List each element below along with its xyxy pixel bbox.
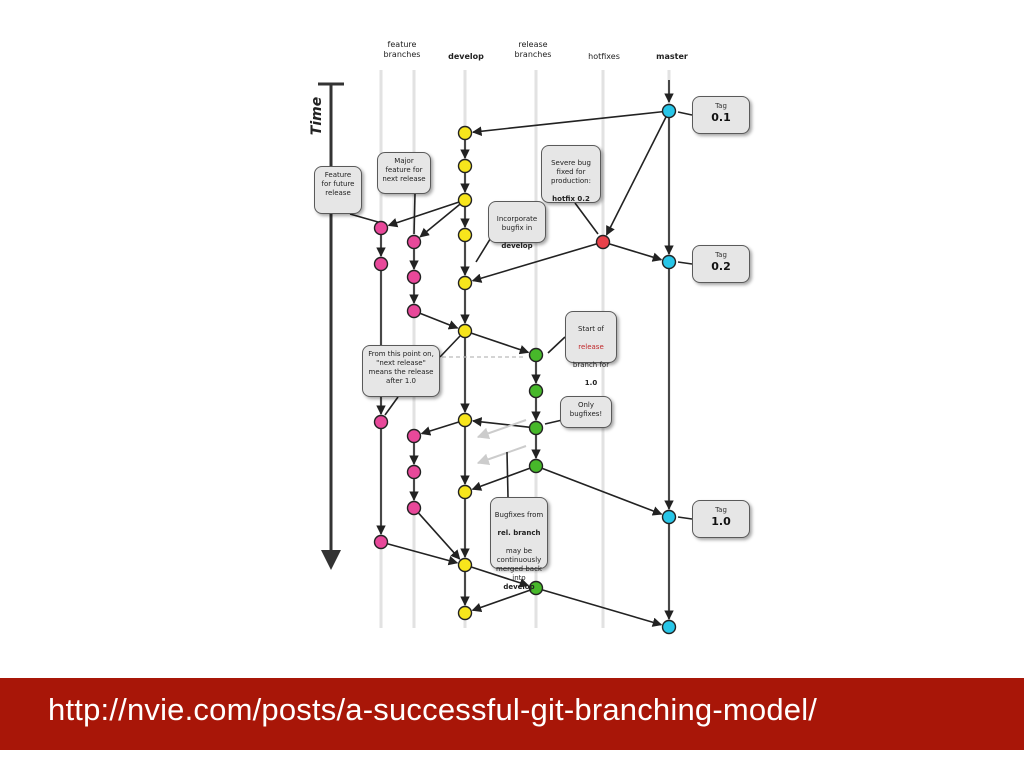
commit-feature — [406, 428, 422, 444]
commit-develop — [457, 484, 473, 500]
edge-merge-back-hint — [476, 445, 527, 466]
commit-feature — [373, 414, 389, 430]
edge-develop-to-feature — [420, 421, 459, 436]
commit-develop — [457, 275, 473, 291]
callout-start-release-l2: release — [578, 343, 604, 351]
callout-severe-bug: Severe bug fixed for production: hotfix … — [541, 145, 601, 203]
edge-hotfix-to-master — [609, 243, 663, 262]
commit-hotfix — [595, 234, 611, 250]
callout-feature-future: Feature for future release — [314, 166, 362, 214]
edge-develop-to-release — [471, 332, 530, 355]
callout-incorporate-bugfix: Incorporate bugfix in develop — [488, 201, 546, 250]
edge-release-to-develop — [471, 467, 530, 491]
edge-hotfix-to-develop — [471, 243, 597, 283]
callout-start-release-l4: 1.0 — [584, 379, 598, 387]
edge-develop-to-feature — [419, 203, 461, 238]
commit-develop — [457, 158, 473, 174]
column-header-feature: feature branches — [383, 40, 421, 59]
column-header-hotfixes: hotfixes — [588, 52, 620, 61]
tag-0-1: Tag 0.1 — [692, 96, 750, 134]
callout-bugfixes-merged: Bugfixes from rel. branch may be continu… — [490, 497, 548, 591]
column-header-release: release branches — [514, 40, 552, 59]
callout-incorporate-text: Incorporate bugfix in — [496, 215, 538, 232]
time-axis-arrowhead — [321, 550, 341, 570]
footer-banner: http://nvie.com/posts/a-successful-git-b… — [0, 678, 1024, 750]
column-header-develop: develop — [448, 52, 484, 61]
commit-develop — [457, 412, 473, 428]
callout-major-feature: Major feature for next release — [377, 152, 431, 194]
callout-bugfixes-l1: Bugfixes from — [494, 511, 544, 519]
tag-pointer — [677, 261, 693, 265]
footer-url[interactable]: http://nvie.com/posts/a-successful-git-b… — [48, 692, 818, 727]
commit-feature — [373, 534, 389, 550]
commit-feature — [406, 234, 422, 250]
edge-release-to-develop — [471, 417, 530, 429]
commit-master — [661, 254, 677, 270]
edge-feature-to-develop — [420, 312, 459, 330]
branching-graph — [318, 70, 693, 635]
commit-release — [528, 420, 544, 436]
callout-pointer — [574, 202, 599, 235]
callout-start-release-l1: Start of — [577, 325, 605, 333]
commit-develop — [457, 192, 473, 208]
callout-start-release: Start of release branch for 1.0 — [565, 311, 617, 387]
commit-release — [528, 347, 544, 363]
edge-feature-to-develop — [387, 543, 459, 566]
callout-incorporate-develop: develop — [501, 242, 533, 250]
callout-pointer — [547, 336, 566, 354]
commit-master — [661, 619, 677, 635]
tag-0-2: Tag 0.2 — [692, 245, 750, 283]
commit-release — [528, 458, 544, 474]
callout-bugfixes-l4: develop — [503, 583, 535, 591]
edge-develop-to-release — [471, 566, 530, 588]
column-header-master: master — [656, 52, 688, 61]
callout-only-bugfixes: Only bugfixes! — [560, 396, 612, 428]
commit-develop — [457, 557, 473, 573]
time-axis-label: Time — [309, 96, 326, 136]
callout-pointer — [506, 451, 509, 498]
tag-1-0: Tag 1.0 — [692, 500, 750, 538]
commit-feature — [373, 256, 389, 272]
callout-pointer — [439, 335, 461, 358]
callout-severe-bug-hotfix: hotfix 0.2 — [552, 195, 590, 203]
callout-pointer — [349, 213, 379, 223]
commit-release — [528, 383, 544, 399]
tag-pointer — [677, 111, 693, 116]
edge-merge-back-hint — [476, 419, 527, 440]
commit-feature — [406, 464, 422, 480]
edge-master-to-develop — [471, 110, 663, 136]
tag-version: 0.1 — [711, 111, 731, 124]
tag-label: Tag — [715, 102, 727, 110]
commit-feature — [406, 500, 422, 516]
commit-master — [661, 103, 677, 119]
commit-feature — [373, 220, 389, 236]
tag-label: Tag — [715, 251, 727, 259]
callout-bugfixes-l2: rel. branch — [497, 529, 541, 537]
commit-release — [528, 580, 544, 596]
edge-master-to-hotfix — [605, 116, 667, 236]
commit-feature — [406, 269, 422, 285]
callout-from-this-point: From this point on, "next release" means… — [362, 345, 440, 397]
commit-develop — [457, 605, 473, 621]
edge-release-to-master — [542, 467, 663, 516]
commit-develop — [457, 227, 473, 243]
edge-release-to-develop — [471, 589, 530, 613]
callout-start-release-l3: branch for — [572, 361, 610, 369]
edge-release-to-master — [542, 589, 663, 627]
commit-feature — [406, 303, 422, 319]
tag-label: Tag — [715, 506, 727, 514]
callout-severe-bug-text: Severe bug fixed for production: — [551, 159, 591, 185]
edge-feature-to-develop — [418, 512, 461, 560]
callout-pointer — [413, 193, 416, 235]
tag-version: 0.2 — [711, 260, 731, 273]
callout-pointer — [384, 396, 399, 416]
edge-develop-to-feature — [387, 201, 459, 228]
commit-develop — [457, 125, 473, 141]
callout-bugfixes-l3: may be continuously merged back into — [496, 547, 542, 582]
commit-develop — [457, 323, 473, 339]
tag-version: 1.0 — [711, 515, 731, 528]
tag-pointer — [677, 516, 693, 520]
commit-master — [661, 509, 677, 525]
